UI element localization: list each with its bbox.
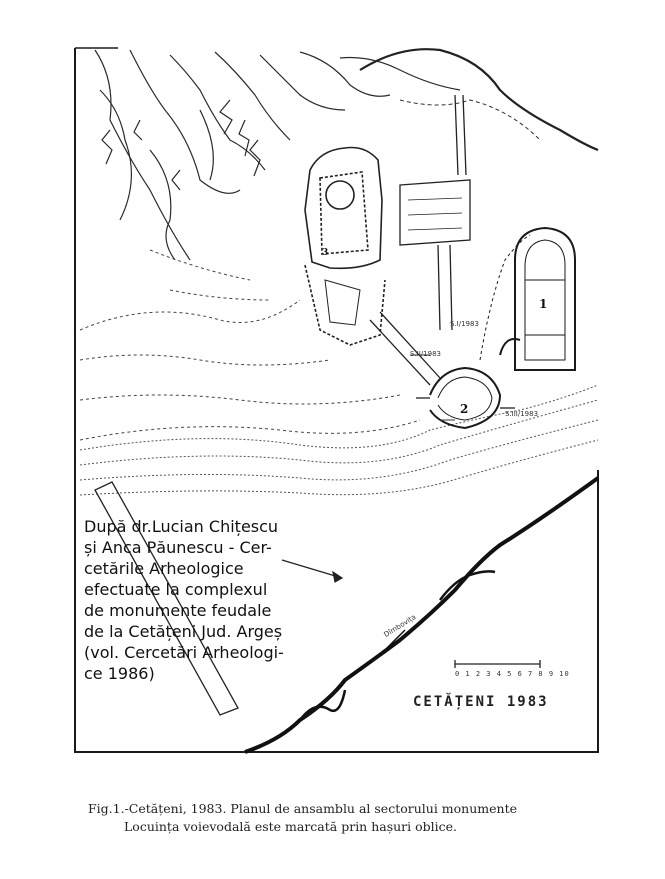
site-stamp: CETĂȚENI 1983 (413, 694, 549, 710)
credit-line: de monumente feudale (84, 601, 272, 620)
map-frame (74, 48, 599, 753)
credit-line: ce 1986) (84, 664, 155, 683)
ridge-line-2 (399, 99, 541, 141)
lower-trench (94, 481, 239, 716)
credit-note: După dr.Lucian Chițescu și Anca Păunescu… (84, 516, 324, 684)
credit-line: (vol. Cercetări Arheologi- (84, 643, 284, 662)
contour-lines (79, 249, 421, 441)
terrace-band (79, 384, 599, 496)
section-label-3: S.III/1983 (505, 410, 539, 418)
church-1 (479, 226, 576, 371)
excavation-sections (399, 94, 471, 331)
ridge-line (359, 48, 599, 152)
section-label-2: S.II/1983 (410, 350, 441, 358)
marker-1: 1 (539, 297, 548, 311)
complex-3 (304, 146, 386, 346)
approach-path (369, 311, 441, 386)
cliff-hatching (94, 49, 461, 261)
marker-2: 2 (460, 402, 469, 416)
credit-line: și Anca Păunescu - Cer- (84, 538, 272, 557)
marker-3: 3 (322, 248, 329, 258)
caption-line-2: Locuința voievodală este marcată prin ha… (124, 819, 458, 834)
section-label-1: S.I/1983 (450, 320, 479, 328)
credit-line: cetările Arheologice (84, 559, 244, 578)
scale-bar (454, 660, 541, 668)
scale-label: 0 1 2 3 4 5 6 7 8 9 10 (455, 670, 570, 678)
credit-line: de la Cetățeni Jud. Argeș (84, 622, 283, 641)
credit-line: efectuate la complexul (84, 580, 268, 599)
river (244, 476, 600, 754)
north-arrow (281, 559, 344, 583)
credit-line: După dr.Lucian Chițescu (84, 517, 279, 536)
figure-caption: Fig.1.-Cetățeni, 1983. Planul de ansambl… (88, 800, 608, 836)
section-tags (410, 354, 455, 421)
church-2 (416, 366, 515, 430)
caption-line-1: Fig.1.-Cetățeni, 1983. Planul de ansambl… (88, 801, 517, 816)
